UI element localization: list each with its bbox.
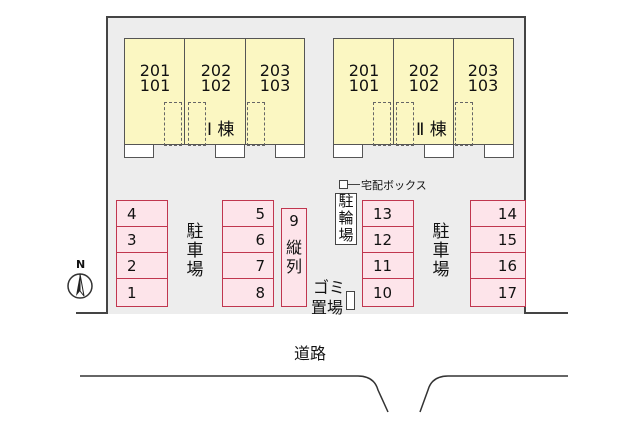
road-label: 道路 bbox=[294, 344, 327, 363]
dashed-entrance-outline bbox=[455, 102, 473, 146]
entrance-step bbox=[484, 144, 514, 158]
parking-space-9-tandem: 9 bbox=[281, 208, 307, 307]
north-label: N bbox=[76, 258, 86, 271]
unit-label-101: 101 bbox=[348, 76, 380, 95]
entrance-step bbox=[333, 144, 363, 158]
parking-space-14: 14 bbox=[470, 200, 526, 227]
building-2-unit-divider bbox=[393, 38, 394, 145]
parking-space-17: 17 bbox=[470, 278, 526, 307]
dashed-entrance-outline bbox=[164, 102, 182, 146]
parking-label-right: 駐 車 場 bbox=[432, 222, 450, 280]
bicycle-parking-label: 駐 輪 場 bbox=[338, 192, 354, 244]
delivery-box-leader bbox=[348, 184, 360, 185]
parking-space-number: 9 bbox=[289, 212, 299, 230]
parking-label-left: 駐 車 場 bbox=[186, 222, 204, 280]
parking-space-2: 2 bbox=[116, 252, 168, 279]
dashed-entrance-outline bbox=[247, 102, 265, 146]
unit-label-203: 203 bbox=[259, 61, 291, 80]
parking-space-number: 1 bbox=[127, 283, 137, 302]
parking-space-10: 10 bbox=[362, 278, 414, 307]
parking-space-number: 7 bbox=[255, 256, 265, 275]
parking-space-number: 3 bbox=[127, 230, 137, 249]
garbage-bin bbox=[346, 291, 355, 310]
parking-space-12: 12 bbox=[362, 226, 414, 253]
parking-space-number: 11 bbox=[373, 256, 393, 275]
building-1-name: Ⅰ 棟 bbox=[207, 120, 235, 140]
parking-space-number: 2 bbox=[127, 256, 137, 275]
building-1-unit-divider bbox=[184, 38, 185, 145]
tandem-label: 縦 列 bbox=[285, 238, 302, 276]
delivery-box bbox=[339, 180, 348, 189]
parking-space-number: 13 bbox=[373, 204, 393, 223]
entrance-step bbox=[215, 144, 245, 158]
parking-space-number: 6 bbox=[255, 230, 265, 249]
parking-space-number: 14 bbox=[497, 204, 517, 223]
unit-label-101: 101 bbox=[139, 76, 171, 95]
parking-space-number: 5 bbox=[255, 204, 265, 223]
building-1-unit-divider bbox=[245, 38, 246, 145]
delivery-box-label: 宅配ボックス bbox=[361, 179, 427, 192]
building-2-name: Ⅱ 棟 bbox=[416, 120, 447, 140]
parking-space-15: 15 bbox=[470, 226, 526, 253]
unit-label-201: 201 bbox=[348, 61, 380, 80]
parking-space-7: 7 bbox=[222, 252, 274, 279]
parking-space-number: 4 bbox=[127, 204, 137, 223]
building-1 bbox=[124, 38, 305, 145]
parking-space-number: 12 bbox=[373, 230, 393, 249]
garbage-area-label: ゴミ bbox=[313, 278, 346, 297]
unit-label-103: 103 bbox=[259, 76, 291, 95]
building-2-unit-divider bbox=[453, 38, 454, 145]
parking-space-number: 15 bbox=[497, 230, 517, 249]
entrance-step bbox=[424, 144, 454, 158]
parking-space-8: 8 bbox=[222, 278, 274, 307]
entrance-step bbox=[275, 144, 305, 158]
parking-space-4: 4 bbox=[116, 200, 168, 227]
garbage-area-label: 置場 bbox=[311, 298, 344, 317]
north-arrow-icon bbox=[67, 273, 93, 299]
parking-space-number: 10 bbox=[373, 283, 393, 302]
parking-space-number: 17 bbox=[497, 283, 517, 302]
parking-space-6: 6 bbox=[222, 226, 274, 253]
parking-space-5: 5 bbox=[222, 200, 274, 227]
building-2 bbox=[333, 38, 514, 145]
parking-space-16: 16 bbox=[470, 252, 526, 279]
dashed-entrance-outline bbox=[188, 102, 206, 146]
site-frontage-line-right bbox=[524, 312, 568, 314]
dashed-entrance-outline bbox=[396, 102, 414, 146]
unit-label-201: 201 bbox=[139, 61, 171, 80]
site-frontage-line-left bbox=[76, 312, 108, 314]
entrance-step bbox=[124, 144, 154, 158]
parking-space-number: 8 bbox=[255, 283, 265, 302]
parking-space-3: 3 bbox=[116, 226, 168, 253]
parking-space-1: 1 bbox=[116, 278, 168, 307]
parking-space-number: 16 bbox=[497, 256, 517, 275]
unit-label-103: 103 bbox=[467, 76, 499, 95]
parking-space-13: 13 bbox=[362, 200, 414, 227]
dashed-entrance-outline bbox=[373, 102, 391, 146]
unit-label-203: 203 bbox=[467, 61, 499, 80]
unit-label-202: 202 bbox=[200, 61, 232, 80]
parking-space-11: 11 bbox=[362, 252, 414, 279]
unit-label-102: 102 bbox=[408, 76, 440, 95]
unit-label-102: 102 bbox=[200, 76, 232, 95]
bicycle-parking bbox=[335, 193, 357, 245]
road-outline bbox=[80, 375, 568, 413]
unit-label-202: 202 bbox=[408, 61, 440, 80]
